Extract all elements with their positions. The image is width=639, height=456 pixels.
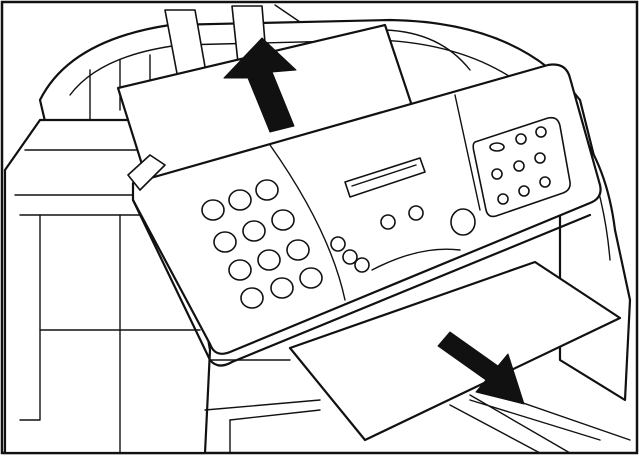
function-button[interactable] [408,205,424,221]
keypad-key[interactable] [228,189,252,211]
function-key[interactable] [489,142,505,152]
keypad-key[interactable] [242,220,266,242]
keypad-key[interactable] [271,209,295,231]
upper-arrow [223,37,297,133]
function-key[interactable] [491,168,503,180]
keypad-key[interactable] [213,231,237,253]
function-key[interactable] [497,193,509,205]
start-button[interactable] [450,208,476,236]
keypad-key[interactable] [201,199,225,221]
keypad-key[interactable] [286,239,310,261]
lcd-display [344,157,426,198]
keypad-key[interactable] [228,259,252,281]
keypad-key[interactable] [255,179,279,201]
function-key[interactable] [518,185,530,197]
numeric-keypad [201,179,323,309]
keypad-key[interactable] [240,287,264,309]
function-key[interactable] [534,152,546,164]
keypad-key[interactable] [299,267,323,289]
output-tray [204,359,631,454]
function-key-block [472,116,571,218]
function-key[interactable] [513,160,525,172]
function-key[interactable] [539,176,551,188]
keypad-key[interactable] [257,249,281,271]
button-arc [371,248,461,271]
function-button[interactable] [330,236,346,252]
control-panel [127,63,602,367]
function-key[interactable] [535,126,547,138]
function-button[interactable] [380,214,396,230]
function-button[interactable] [342,249,358,265]
center-buttons [330,205,476,273]
keypad-key[interactable] [270,277,294,299]
function-key[interactable] [515,133,527,145]
function-button[interactable] [354,257,370,273]
lower-arrow [437,331,525,405]
